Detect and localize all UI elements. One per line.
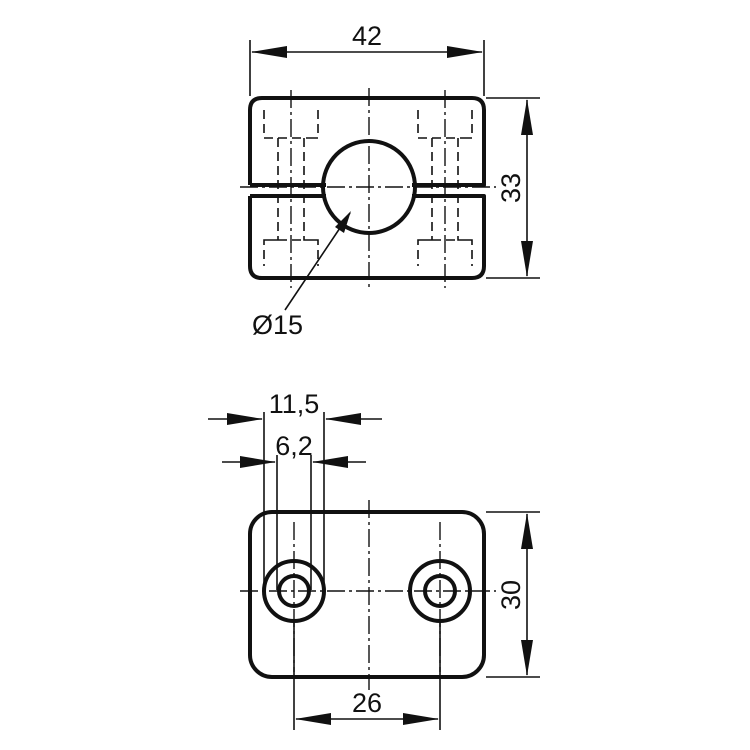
top-block-upper-half (248, 96, 486, 187)
bottom-view: 11,5 6,2 26 30 (208, 389, 540, 730)
dim-30-label: 30 (496, 580, 526, 610)
dim-6-2-arrow-right (312, 456, 348, 468)
dim-42-label: 42 (352, 21, 382, 51)
diameter-leader-arrow (335, 211, 351, 233)
dim-33-arrow-bottom (521, 241, 533, 277)
dim-11-5-arrow-left (227, 413, 263, 425)
dim-42-arrow-left (251, 46, 287, 58)
top-block-lower-half (248, 194, 486, 280)
dim-42-arrow-right (447, 46, 483, 58)
dim-6-2-label: 6,2 (275, 431, 313, 461)
bottom-block-outline (248, 510, 486, 679)
diameter-label: Ø15 (252, 310, 303, 340)
top-view: 42 33 Ø15 (240, 21, 540, 340)
dim-26-arrow-left (295, 713, 331, 725)
dim-30-arrow-bottom (521, 640, 533, 676)
dim-26-label: 26 (352, 688, 382, 718)
dim-11-5-arrow-right (325, 413, 361, 425)
dim-33-arrow-top (521, 99, 533, 135)
hidden-pocket-left (263, 110, 319, 266)
dim-11-5-label: 11,5 (269, 389, 320, 419)
hidden-pocket-right (417, 110, 473, 266)
dim-6-2-arrow-left (240, 456, 276, 468)
dim-33-label: 33 (496, 173, 526, 203)
dim-26-arrow-right (403, 713, 439, 725)
dim-30-arrow-top (521, 513, 533, 549)
